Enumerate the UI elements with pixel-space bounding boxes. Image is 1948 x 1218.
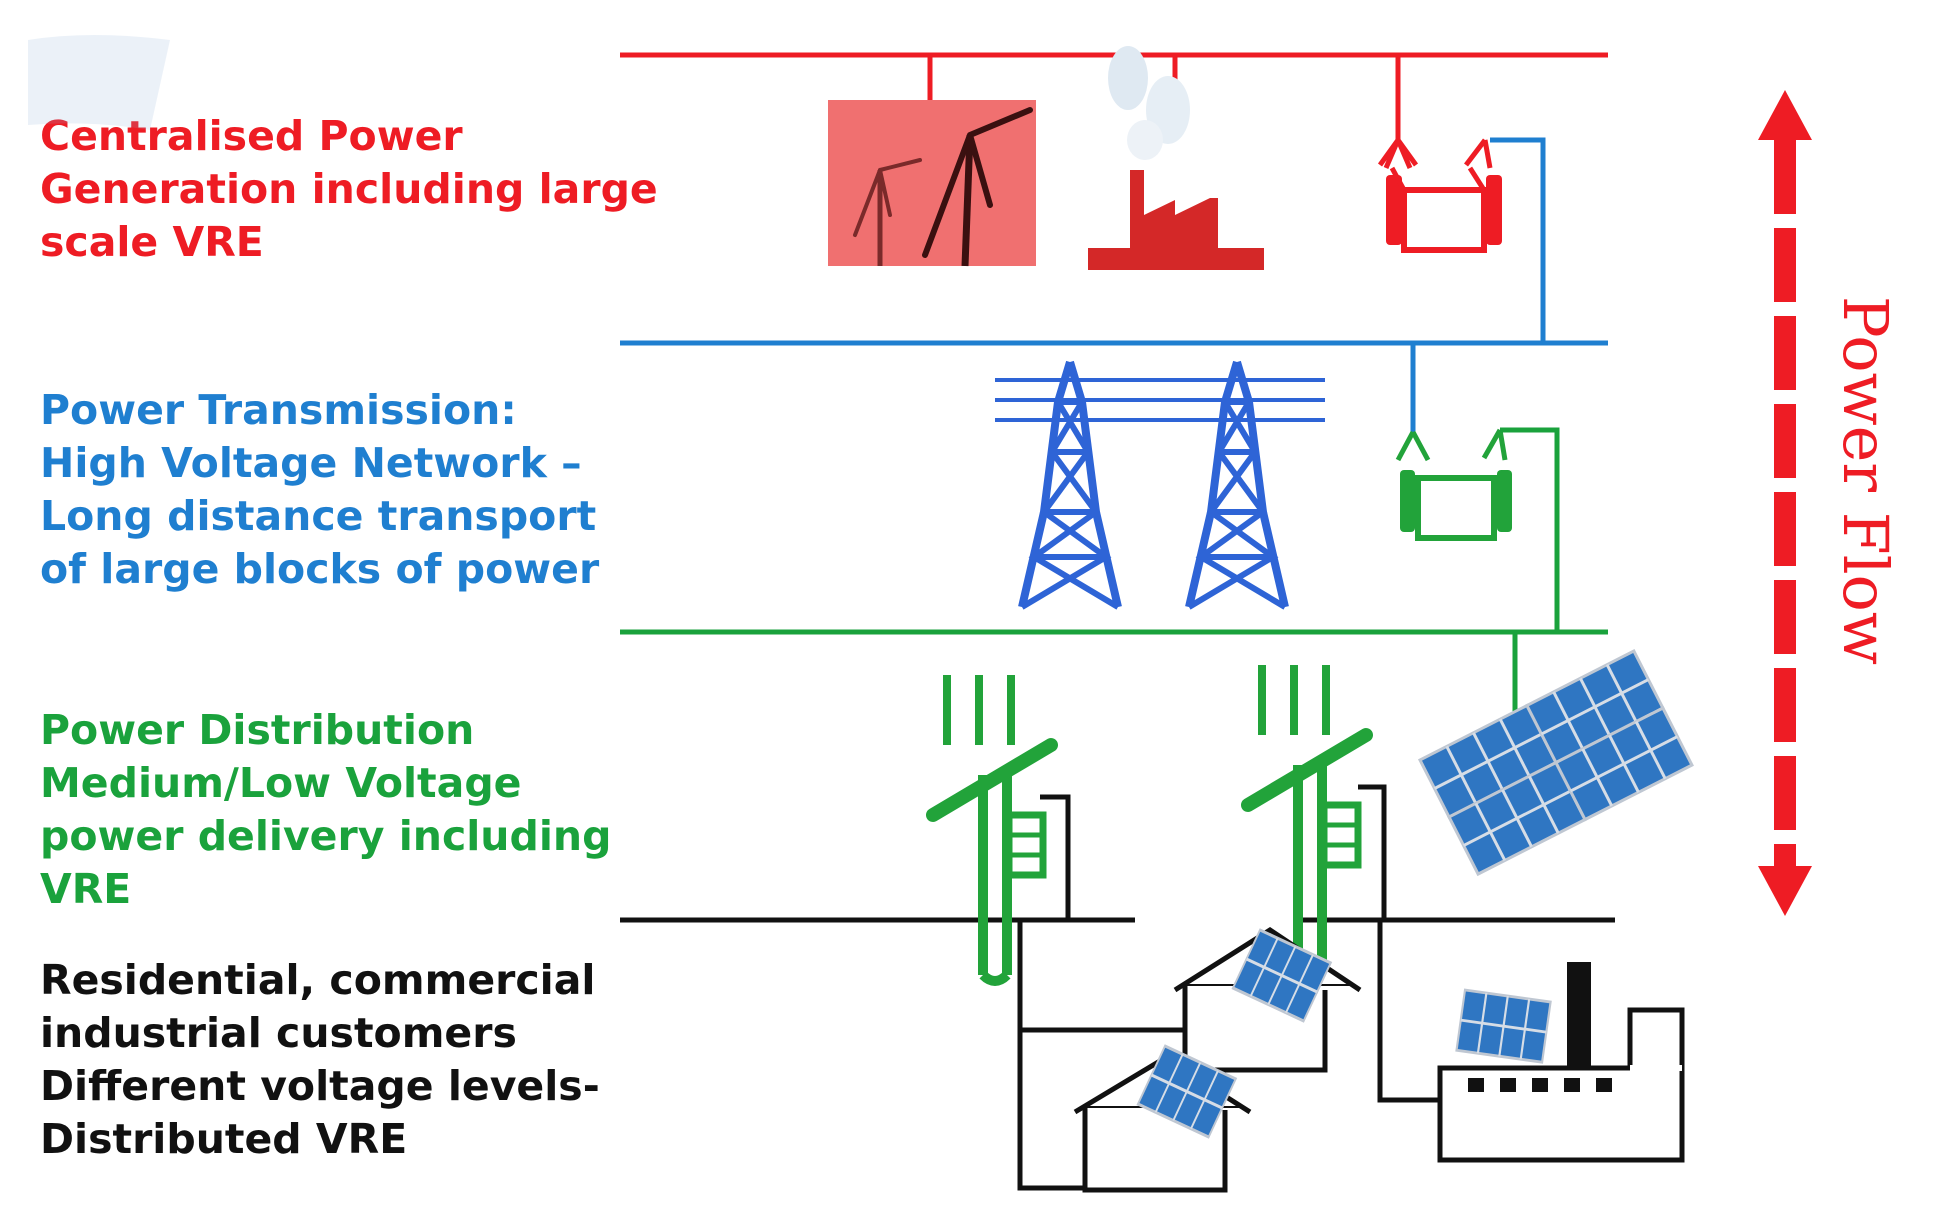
generation-label-line: scale VRE — [40, 218, 264, 266]
pole-service-line — [1040, 794, 1071, 920]
transmission-link-line — [1490, 137, 1546, 343]
customer-feeder — [1017, 920, 1085, 1191]
distribution-label-line: Medium/Low Voltage — [40, 759, 522, 807]
distribution-label-line: Power Distribution — [40, 706, 475, 754]
power-flow-label: Power Flow — [1828, 295, 1902, 665]
distribution-pole-icon — [1248, 665, 1366, 971]
customers-label-line: Distributed VRE — [40, 1115, 408, 1163]
logo-watermark — [28, 35, 170, 130]
wind-turbine-icon — [828, 100, 1036, 267]
generation-label: Centralised Power Generation including l… — [40, 110, 658, 269]
transmission-lines — [995, 378, 1325, 422]
customers-label: Residential, commercial industrial custo… — [40, 954, 600, 1166]
transmission-label-line: Long distance transport — [40, 492, 597, 540]
pole-service-line — [1358, 784, 1387, 920]
distribution-link-line — [1500, 427, 1560, 632]
factory-icon — [1437, 962, 1685, 1163]
distribution-label-line: power delivery including — [40, 812, 612, 860]
distribution-label: Power Distribution Medium/Low Voltage po… — [40, 704, 611, 916]
power-flow-arrow — [1758, 90, 1812, 916]
house-icon — [1173, 927, 1362, 1073]
transmission-label: Power Transmission: High Voltage Network… — [40, 384, 599, 596]
step-down-transformer-icon — [1395, 428, 1512, 541]
generation-label-line: Generation including large — [40, 165, 658, 213]
generation-label-line: Centralised Power — [40, 112, 463, 160]
customer-feeder — [1377, 920, 1440, 1103]
transmission-label-line: High Voltage Network – — [40, 439, 582, 487]
transmission-label-line: Power Transmission: — [40, 386, 517, 434]
customers-label-line: industrial customers — [40, 1009, 517, 1057]
distribution-pole-icon — [933, 675, 1051, 981]
customers-label-line: Different voltage levels- — [40, 1062, 600, 1110]
step-up-transformer-icon — [1377, 138, 1502, 253]
power-plant-icon — [1088, 46, 1264, 270]
solar-farm-icon — [1418, 649, 1694, 876]
distribution-label-line: VRE — [40, 865, 132, 913]
transmission-label-line: of large blocks of power — [40, 545, 600, 593]
customers-label-line: Residential, commercial — [40, 956, 596, 1004]
house-icon — [1073, 1044, 1252, 1193]
